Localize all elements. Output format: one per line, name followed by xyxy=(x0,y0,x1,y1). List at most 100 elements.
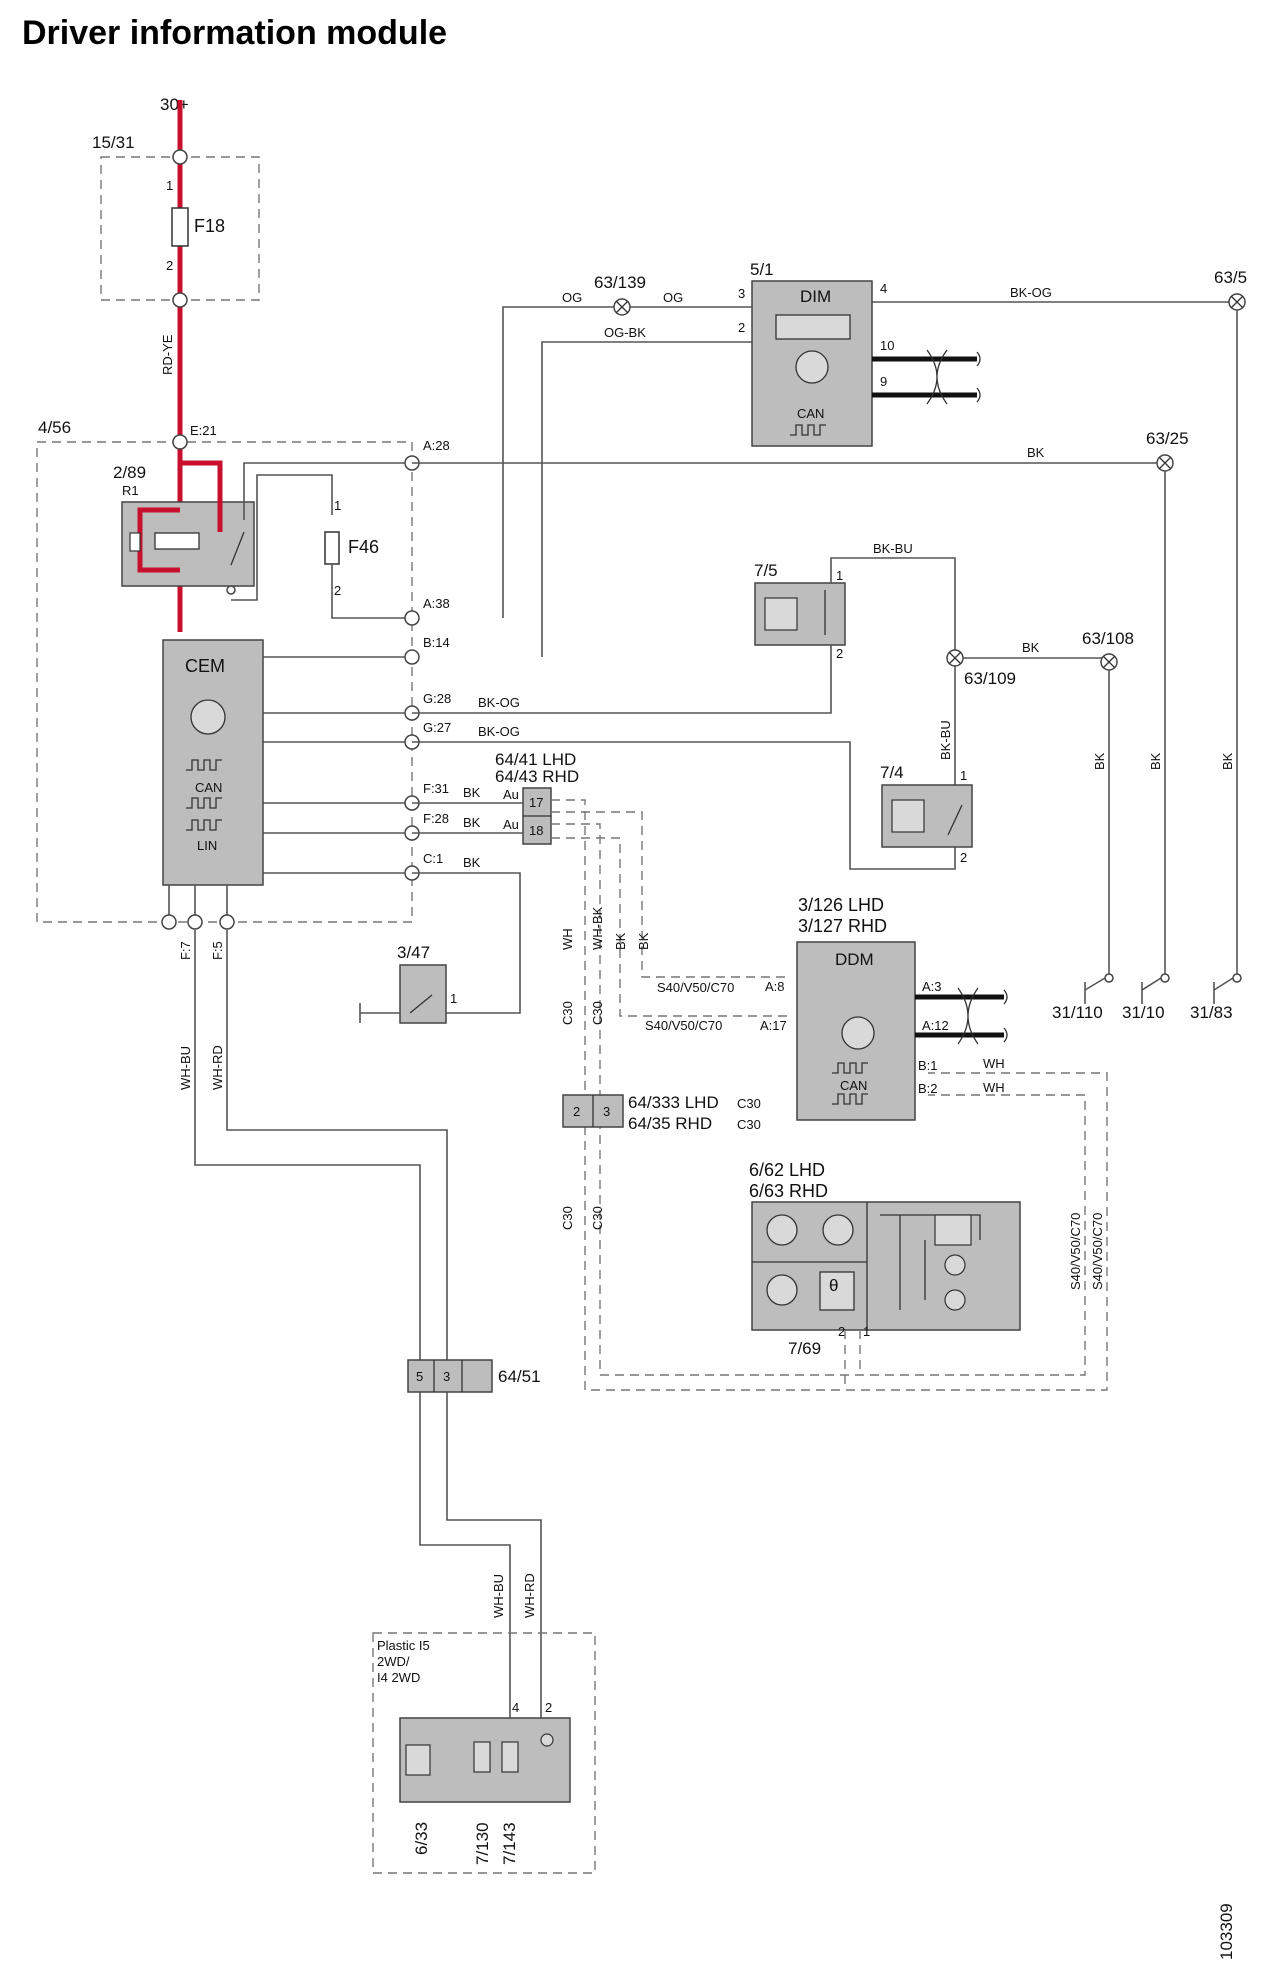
motor-sensor-1-label: 7/130 xyxy=(473,1822,492,1865)
ddm-id-lhd: 3/126 LHD xyxy=(798,895,884,915)
dim-pin4: 4 xyxy=(880,281,887,296)
harness-c30-label-1: C30 xyxy=(560,1001,575,1025)
wire-wh-rd xyxy=(226,930,448,1360)
wire-bk-og-g27 xyxy=(412,741,956,870)
connector-64-333-c30: C30 xyxy=(737,1096,761,1111)
fuse-f46-symbol xyxy=(324,531,340,565)
switch-3-47-pin1: 1 xyxy=(450,991,457,1006)
wire-f46-feed xyxy=(231,474,333,601)
dim-label: DIM xyxy=(800,287,831,306)
relay-coil-feed xyxy=(180,460,223,532)
mirror-pin1: 1 xyxy=(863,1324,870,1339)
cem-pin-b14 xyxy=(404,649,420,665)
mirror-motor-x-icon xyxy=(766,1274,798,1306)
harness-wh-label: WH xyxy=(560,928,575,950)
ground-63-25-cross-icon xyxy=(1158,456,1172,470)
connector-64-333-pin3: 3 xyxy=(603,1104,610,1119)
ddm-pin-a12: A:12 xyxy=(922,1018,949,1033)
ground-earth-icons xyxy=(1084,982,1215,1004)
wire-wh-rd-lower xyxy=(446,1392,542,1718)
ddm-pin-b2: B:2 xyxy=(918,1081,938,1096)
connector-au-2: Au xyxy=(503,817,519,832)
ground-31-110-point xyxy=(1104,973,1114,983)
dim-transistor-icon xyxy=(795,350,829,384)
ground-31-110-label: 31/110 xyxy=(1052,1003,1103,1022)
cem-can-label: CAN xyxy=(195,780,222,795)
cem-pin-e21 xyxy=(172,434,188,450)
switch-7-4-sensor-icon xyxy=(891,799,925,833)
cem-module xyxy=(162,639,264,886)
cem-pin-a28-label: A:28 xyxy=(423,438,450,453)
wire-bk-f28-label: BK xyxy=(463,815,481,830)
dim-pin3: 3 xyxy=(738,286,745,301)
harness-c30-label-4: C30 xyxy=(590,1206,605,1230)
connector-64-51-label: 64/51 xyxy=(498,1367,541,1386)
switch-7-5-sensor-icon xyxy=(764,597,798,631)
mirror-lamp-icon-1 xyxy=(944,1254,966,1276)
ground-63-139-cross-icon xyxy=(615,300,629,314)
motor-label: 6/33 xyxy=(412,1822,431,1855)
wire-bk-og-g28 xyxy=(412,645,832,714)
relay-coil-symbol xyxy=(154,532,200,550)
harness-wh-b1 xyxy=(551,799,1108,1391)
ddm-can-label: CAN xyxy=(840,1078,867,1093)
wire-bk-63-108-label: BK xyxy=(1092,752,1107,770)
wire-bk-a28-label: BK xyxy=(1027,445,1045,460)
wire-og-label-1: OG xyxy=(562,290,582,305)
ground-switch-stubs xyxy=(1084,977,1234,991)
harness-bk-label-1: BK xyxy=(613,932,628,950)
cem-pin-f7-label: F:7 xyxy=(178,941,193,960)
switch-7-4-label: 7/4 xyxy=(880,763,904,782)
ground-31-10-label: 31/10 xyxy=(1122,1003,1165,1022)
fuse-f18-label: F18 xyxy=(194,216,225,236)
motor-switch-icon xyxy=(540,1733,554,1747)
wire-bk-og-dim-label: BK-OG xyxy=(1010,285,1052,300)
ground-63-5-label: 63/5 xyxy=(1214,268,1247,287)
ddm-can-signal-icon-1 xyxy=(832,1062,868,1074)
ddm-pin-a3: A:3 xyxy=(922,979,942,994)
fuse-f46-pin2: 2 xyxy=(334,583,341,598)
relay-label: R1 xyxy=(122,483,139,498)
wire-bk-63-5-label: BK xyxy=(1220,752,1235,770)
cem-can-signal-icon-2 xyxy=(186,797,222,809)
fuse-box-label: 15/31 xyxy=(92,133,135,152)
wire-bk-109-108-label: BK xyxy=(1022,640,1040,655)
wire-bk-bu-label: BK-BU xyxy=(873,541,913,556)
harness-s40-label-4: S40/V50/C70 xyxy=(1090,1213,1105,1290)
mirror-module xyxy=(751,1201,1021,1331)
harness-wh-bk-b2 xyxy=(551,823,1086,1376)
relay-contact-pin xyxy=(226,585,236,595)
cem-pin-f31-label: F:31 xyxy=(423,781,449,796)
wire-wh-bu-label: WH-BU xyxy=(178,1046,193,1090)
fuse-f46-pin1: 1 xyxy=(334,498,341,513)
switch-3-47-body xyxy=(399,964,447,1024)
harness-bk-a17 xyxy=(551,837,790,1017)
relay-contact xyxy=(230,531,245,566)
switch-3-47-label: 3/47 xyxy=(397,943,430,962)
ground-31-10-point xyxy=(1160,973,1170,983)
ddm-twisted-pair-icon xyxy=(957,987,979,1045)
dim-pin2: 2 xyxy=(738,320,745,335)
switch-7-4-contact xyxy=(947,804,963,836)
mirror-temp-sensor-icon xyxy=(819,1271,855,1311)
switch-7-5-pin2: 2 xyxy=(836,646,843,661)
ddm-wire-break-icon xyxy=(1003,989,1008,1043)
ddm-id-rhd: 3/127 RHD xyxy=(798,916,887,936)
wire-a28-ground xyxy=(243,462,412,520)
cem-pin-f28-label: F:28 xyxy=(423,811,449,826)
connector-64-51-body xyxy=(407,1359,493,1393)
mirror-id-lhd: 6/62 LHD xyxy=(749,1160,825,1180)
motor-sensor-1-icon xyxy=(473,1741,491,1773)
motor-sensor-2-label: 7/143 xyxy=(500,1822,519,1865)
ddm-wire-wh-1: WH xyxy=(983,1056,1005,1071)
supply-wire-color-text: RD-YE xyxy=(160,334,175,375)
switch-7-4-pin2: 2 xyxy=(960,850,967,865)
dim-pin9: 9 xyxy=(880,374,887,389)
wire-bk-bu-7-4-label: BK-BU xyxy=(938,720,953,760)
fuse-f46-label: F46 xyxy=(348,537,379,557)
fuse-f18-pin2: 2 xyxy=(166,258,173,273)
connector-64-333-pin2: 2 xyxy=(573,1104,580,1119)
harness-bk-label-2: BK xyxy=(636,932,651,950)
motor-pin2: 2 xyxy=(545,1700,552,1715)
